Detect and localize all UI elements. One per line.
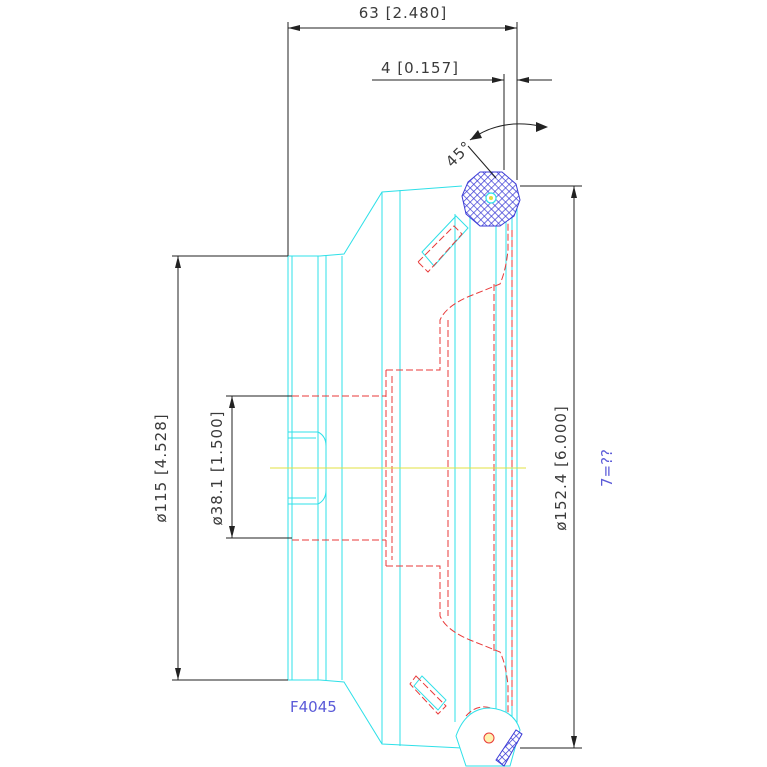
top-oring <box>461 171 521 227</box>
dim-dia-115: ø115 [4.528] <box>152 255 288 681</box>
dim-angle: 45° <box>442 122 548 179</box>
dim-lip: 4 [0.157] <box>372 59 552 170</box>
dim-lip-label: 4 [0.157] <box>381 59 459 77</box>
handwritten-note: 7=?? <box>598 449 616 487</box>
dim-dia-152-label: ø152.4 [6.000] <box>552 405 570 531</box>
dim-angle-label: 45° <box>442 137 476 171</box>
dim-dia-38-label: ø38.1 [1.500] <box>208 411 226 526</box>
dim-overall-length: 63 [2.480] <box>287 4 518 256</box>
hidden-lines <box>292 210 513 729</box>
body-outline <box>287 185 518 749</box>
dim-overall-length-label: 63 [2.480] <box>359 4 448 22</box>
bottom-oring <box>455 707 523 767</box>
dim-dia-152: ø152.4 [6.000] <box>520 185 582 749</box>
dim-dia-38: ø38.1 [1.500] <box>208 395 292 539</box>
part-number-label: F4045 <box>290 698 337 716</box>
dim-dia-115-label: ø115 [4.528] <box>152 413 170 522</box>
